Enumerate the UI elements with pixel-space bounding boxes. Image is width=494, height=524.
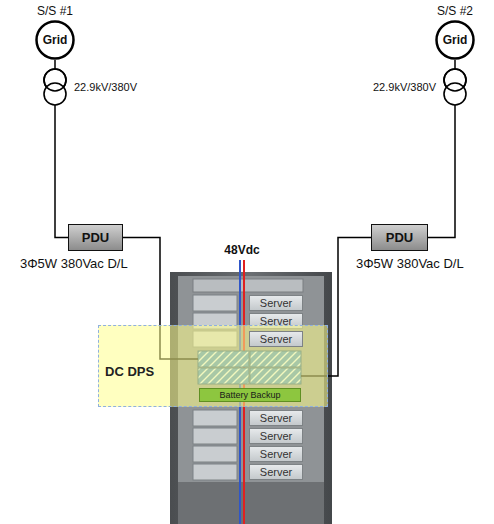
battery-backup: Battery Backup (199, 388, 301, 402)
server-unit: Server (249, 446, 303, 462)
pdu-box-label: PDU (386, 230, 413, 245)
voltage-rating: 22.9kV/380V (373, 81, 436, 93)
feeder-spec: 3Φ5W 380Vac D/L (356, 256, 464, 271)
server-unit: Server (249, 464, 303, 480)
rack-top-panel (193, 279, 303, 292)
rack-base (178, 482, 324, 524)
pdu-box: PDU (371, 224, 428, 251)
transformer-symbol (44, 69, 66, 105)
grid-label: Grid (30, 33, 80, 47)
substation-name: S/S #2 (430, 4, 480, 18)
feeder-spec: 3Φ5W 380Vac D/L (20, 256, 128, 271)
server-unit-label: Server (260, 430, 292, 443)
grid-label: Grid (430, 33, 480, 47)
grid-source: S/S #2 Grid (430, 4, 480, 60)
pdu-box: PDU (68, 224, 123, 251)
voltage-rating: 22.9kV/380V (74, 81, 137, 93)
server-unit-label: Server (260, 466, 292, 479)
substation-name: S/S #1 (30, 4, 80, 18)
server-unit: Server (249, 295, 303, 311)
power-line (123, 238, 160, 326)
transformer-symbol (444, 69, 466, 105)
server-unit-label: Server (260, 448, 292, 461)
dc-dps-region-label: DC DPS (105, 364, 154, 379)
battery-backup-label: Battery Backup (219, 390, 280, 401)
pdu-box-label: PDU (82, 230, 109, 245)
bus-voltage: 48Vdc (224, 243, 259, 257)
server-unit-label: Server (260, 333, 292, 346)
server-unit-label: Server (260, 412, 292, 425)
server-unit: Server (249, 410, 303, 426)
server-unit-label: Server (260, 297, 292, 310)
server-unit: Server (249, 331, 303, 347)
grid-source: S/S #1 Grid (30, 4, 80, 60)
server-unit: Server (249, 428, 303, 444)
